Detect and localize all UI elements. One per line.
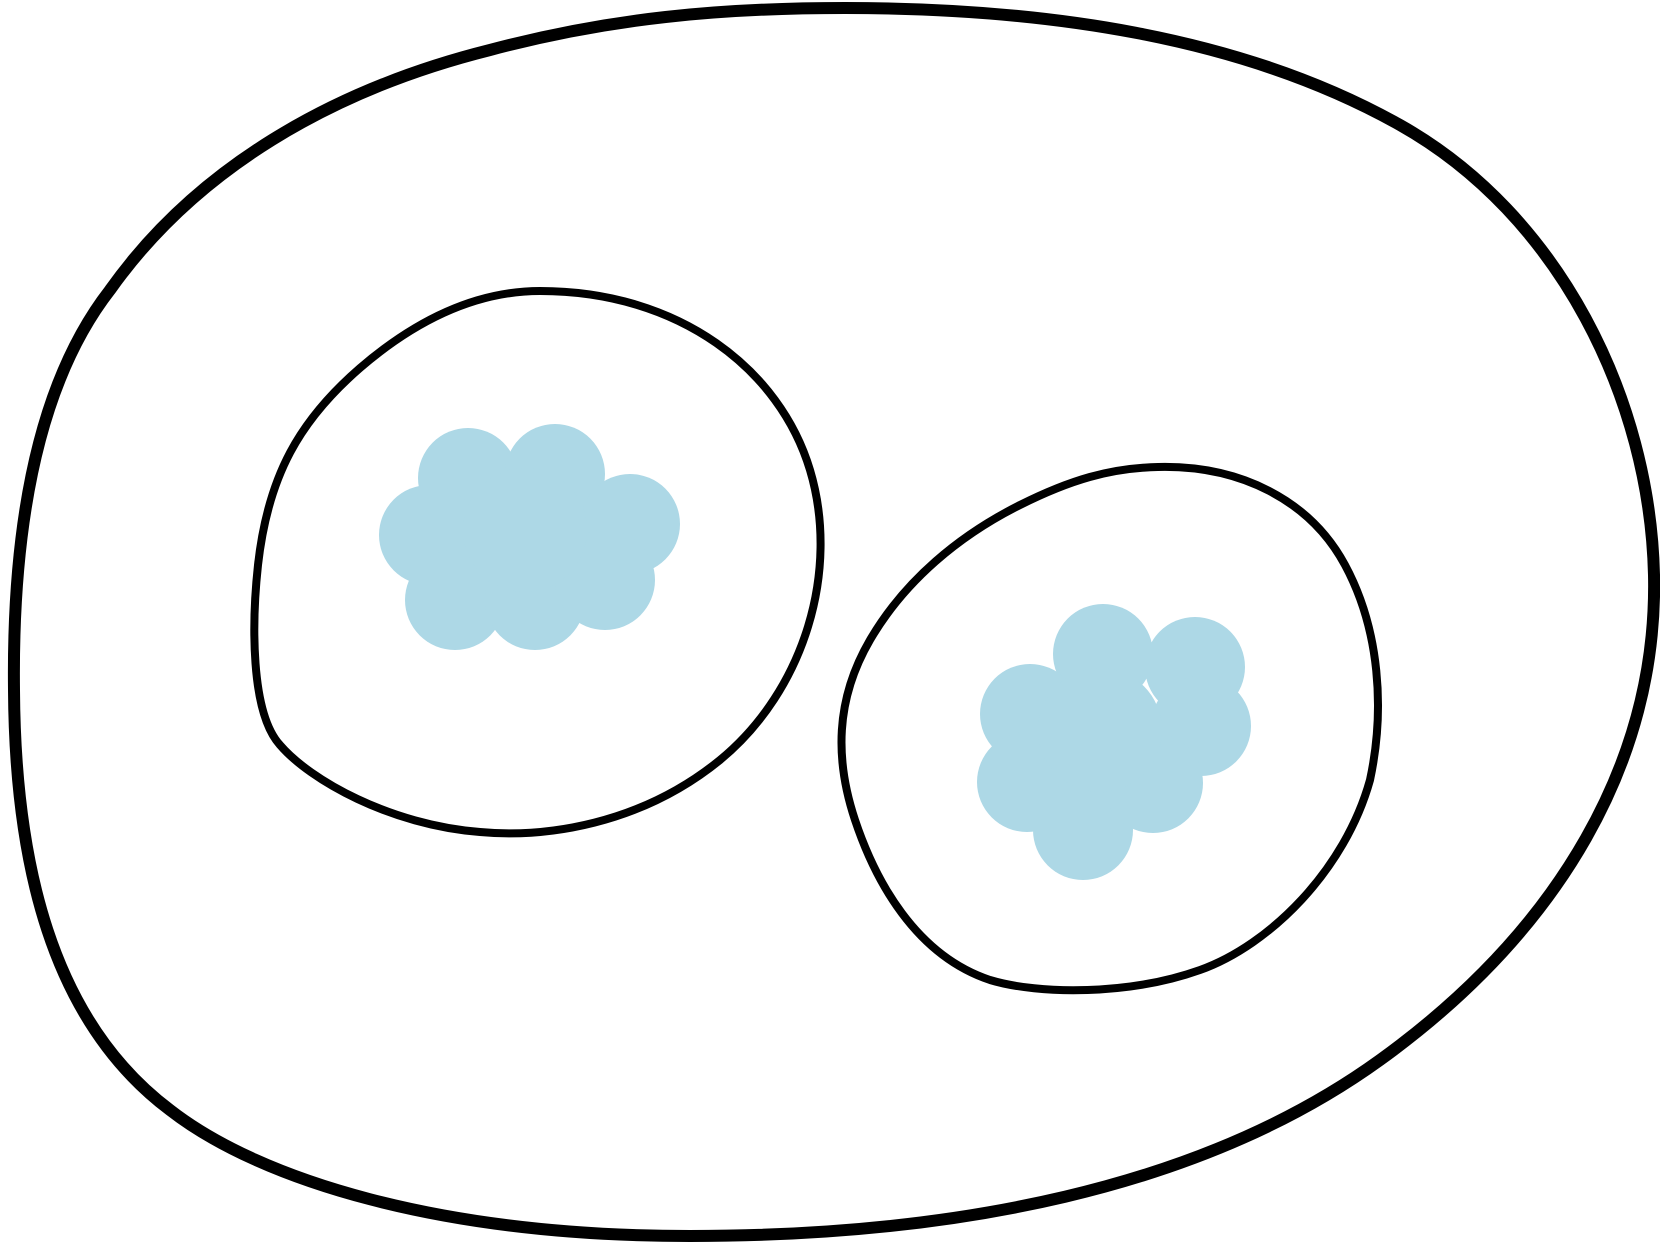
cluster-left-blob [463, 468, 587, 592]
cluster-left [379, 424, 680, 650]
cluster-right-blob [1038, 668, 1162, 792]
outer-boundary-shape [14, 8, 1654, 1236]
cluster-right [977, 604, 1251, 880]
